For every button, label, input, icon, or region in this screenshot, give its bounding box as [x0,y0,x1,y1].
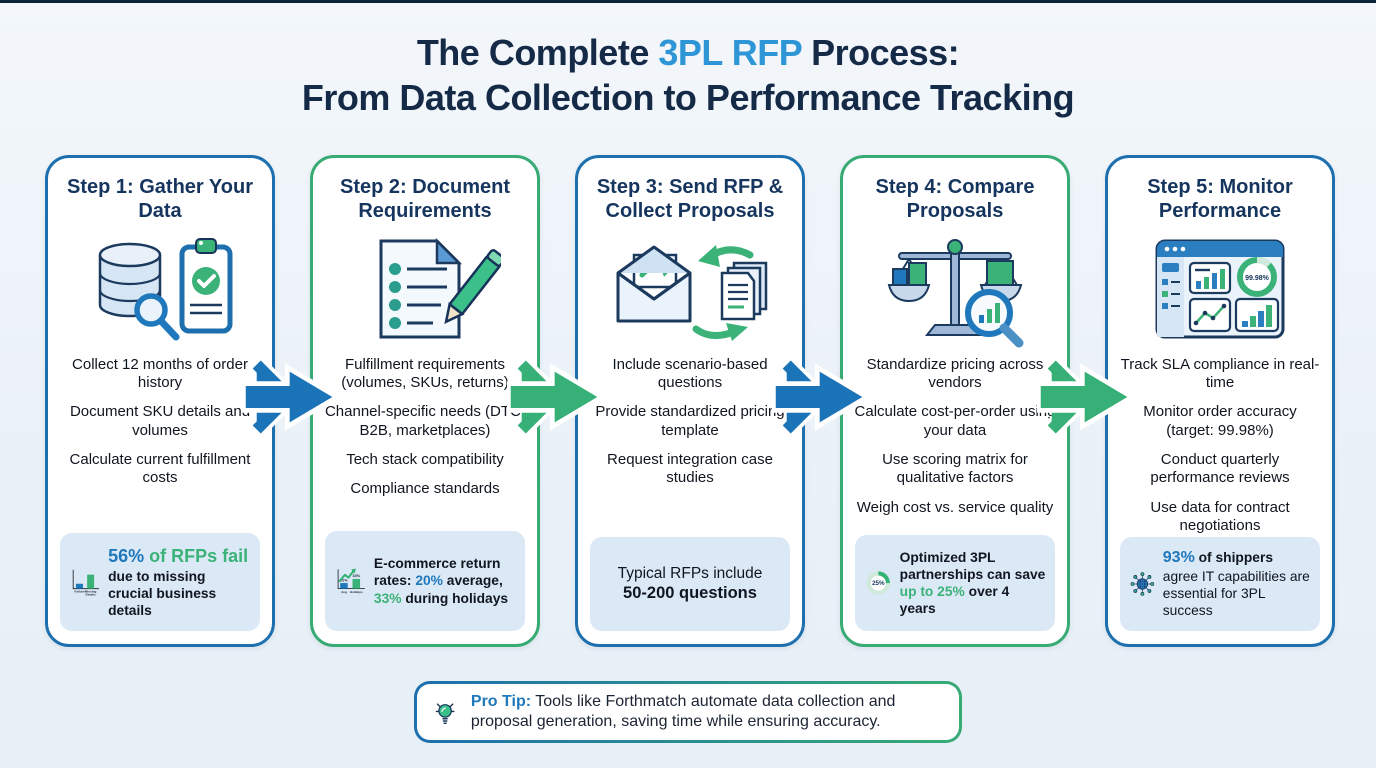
bullet: Collect 12 months of order history [72,355,248,392]
step-card-5: Step 5: Monitor Performance 99.98% [1105,155,1335,647]
donut-25-percent-icon: 25% [866,571,890,595]
bullet: Fulfillment requirements (volumes, SKUs,… [341,355,509,392]
svg-text:Details: Details [86,593,97,597]
title-highlight: 3PL RFP [658,32,802,73]
step-card-3: Step 3: Send RFP & Collect Proposals Inc… [575,155,805,647]
balance-scale-magnifier-icon [843,230,1067,348]
svg-text:Failure: Failure [74,589,85,593]
step-1-title: Step 1: Gather Your Data [67,176,253,223]
flow-arrow-right-icon [1037,357,1137,437]
step-3-stat-box: Typical RFPs include 50-200 questions [590,537,790,631]
bullet: Weigh cost vs. service quality [856,498,1054,516]
svg-text:25%: 25% [872,580,885,587]
page-title-line1: The Complete 3PL RFP Process: [416,32,960,73]
step-2-stat-text: E-commerce return rates: 20% average, 33… [373,556,509,606]
step-3-bullets: Include scenario-based questions Provide… [578,356,802,488]
step-5-bullets: Track SLA compliance in real-time Monito… [1108,356,1332,535]
bullet: Channel-specific needs (DTC, B2B, market… [324,403,526,439]
step-card-4: Step 4: Compare Proposals Standardize pr… [840,155,1070,647]
bullet: Compliance standards [350,480,500,498]
bullet: Use data for contract negotiations [1150,498,1290,534]
page-title: The Complete 3PL RFP Process: From Data … [0,30,1376,120]
bullet: Include scenario-based questions [612,355,768,392]
bullet: Document SKU details and volumes [69,403,251,439]
bullet: Standardize pricing across vendors [866,355,1044,392]
bullet: Provide standardized pricing template [595,403,785,439]
step-1-stat-box: Failure Miesing Details 56% of RFPs fail… [60,533,260,631]
svg-text:Miesing: Miesing [85,589,97,593]
step-5-stat-text: 93% of shippers agree IT capabilities ar… [1162,549,1310,619]
bullet: Tech stack compatibility [346,450,504,468]
step-4-stat-box: 25% Optimized 3PL partnerships can save … [855,535,1055,631]
flow-arrow-right-icon [242,357,342,437]
top-border-line [0,0,1376,3]
step-5-stat-box: 93% of shippers agree IT capabilities ar… [1120,537,1320,631]
bullet: Monitor order accuracy (target: 99.98%) [1143,403,1297,439]
svg-text:20%: 20% [340,579,348,583]
step-4-title: Step 4: Compare Proposals [875,176,1035,223]
flow-arrow-right-icon [507,357,607,437]
step-card-1: Step 1: Gather Your Data Collect 12 mont… [45,155,275,647]
step-card-2: Step 2: Document Requirements Fulfillmen… [310,155,540,647]
bullet: Conduct quarterly performance reviews [1150,450,1290,487]
bullet: Track SLA compliance in real-time [1120,355,1320,392]
lightbulb-icon [435,703,455,724]
step-2-bullets: Fulfillment requirements (volumes, SKUs,… [313,356,537,499]
bullet: Use scoring matrix for qualitative facto… [882,450,1028,487]
step-1-stat-text: 56% of RFPs fail due to missing crucial … [108,546,249,618]
step-2-title: Step 2: Document Requirements [339,176,511,223]
step-5-title: Step 5: Monitor Performance [1147,176,1293,223]
step-4-stat-text: Optimized 3PL partnerships can save up t… [899,549,1046,617]
network-globe-icon [1130,572,1155,596]
svg-text:99.98%: 99.98% [1245,275,1270,282]
step-3-title: Step 3: Send RFP & Collect Proposals [596,176,784,223]
svg-text:Avg: Avg [341,590,347,594]
failure-bar-chart-icon: Failure Miesing Details [72,569,100,597]
return-rates-chart-icon: 20% 33% Avg Holidays [337,568,365,594]
svg-text:33%: 33% [353,574,361,578]
flow-arrow-right-icon [772,357,872,437]
pro-tip-label: Pro Tip: [470,692,532,710]
pro-tip-text: Pro Tip: Tools like Forthmatch automate … [470,692,896,730]
pro-tip-box: Pro Tip: Tools like Forthmatch automate … [414,681,962,743]
step-4-bullets: Standardize pricing across vendors Calcu… [843,356,1067,517]
bullet: Calculate current fulfillment costs [69,450,251,487]
database-search-clipboard-icon [48,230,272,348]
page-title-line2: From Data Collection to Performance Trac… [301,77,1075,118]
bullet: Request integration case studies [607,450,773,487]
dashboard-icon: 99.98% [1108,230,1332,348]
envelope-documents-icon [578,230,802,348]
checklist-pencil-icon [313,230,537,348]
step-1-bullets: Collect 12 months of order history Docum… [48,356,272,488]
svg-text:Holidays: Holidays [350,590,363,594]
step-3-stat-text: Typical RFPs include 50-200 questions [617,565,763,603]
bullet: Calculate cost-per-order using your data [854,403,1056,439]
step-2-stat-box: 20% 33% Avg Holidays E-commerce return r… [325,531,525,631]
